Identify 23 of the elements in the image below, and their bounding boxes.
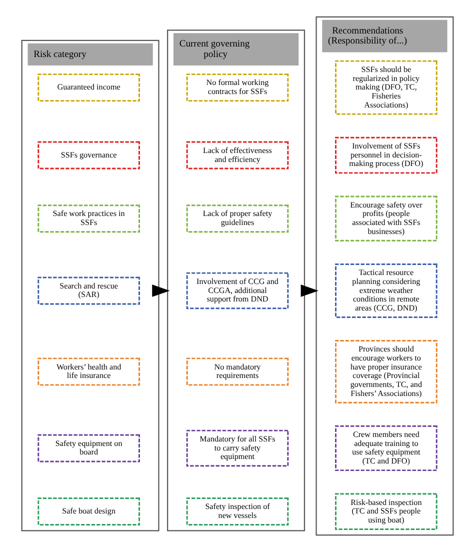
node-box: No mandatory requirements xyxy=(186,358,288,386)
node-box: SSFs should be regularized in policy making (DFO, TC, Fisheries Associations) xyxy=(334,60,437,115)
node-box: Lack of effectiveness and efficiency xyxy=(186,141,288,170)
node-box: Tactical resource planning considering extreme weather conditions in remote areas (CCG, DND) xyxy=(334,264,437,318)
node-box: No formal working contracts for SSFs xyxy=(186,74,288,102)
node-box: SSFs governance xyxy=(37,141,140,170)
node-box: Encourage safety over profits (people associated with SSFs businesses) xyxy=(334,196,437,242)
node-box: Involvement of SSFs personnel in decision-making process (DFO) xyxy=(334,136,437,174)
node-box: Safety equipment on board xyxy=(37,434,140,462)
node-box: Provinces should encourage workers to have proper insurance coverage (Provincial governments, TC, and Fishers’ Associations) xyxy=(334,340,437,404)
node-box: Safety inspection of new vessels xyxy=(186,498,288,526)
node-box: Safe boat design xyxy=(37,498,140,526)
node-box: Lack of proper safety guidelines xyxy=(186,204,288,233)
node-box: Crew members need adequate training to use safety equipment (TC and DFO) xyxy=(334,425,437,472)
node-box: Guaranteed income xyxy=(37,74,140,102)
arrow xyxy=(300,284,318,297)
node-box: Risk-based inspection (TC and SSFs people using boat) xyxy=(334,493,437,530)
node-box: Search and rescue (SAR) xyxy=(37,276,140,305)
node-box: Mandatory for all SSFs to carry safety equipment xyxy=(186,430,288,467)
node-box: Safe work practices in SSFs xyxy=(37,204,140,233)
node-box: Involvement of CCG and CCGA, additional support from DND xyxy=(186,272,288,310)
node-box: Workers’ health and life insurance xyxy=(37,358,140,386)
arrow xyxy=(152,284,170,297)
